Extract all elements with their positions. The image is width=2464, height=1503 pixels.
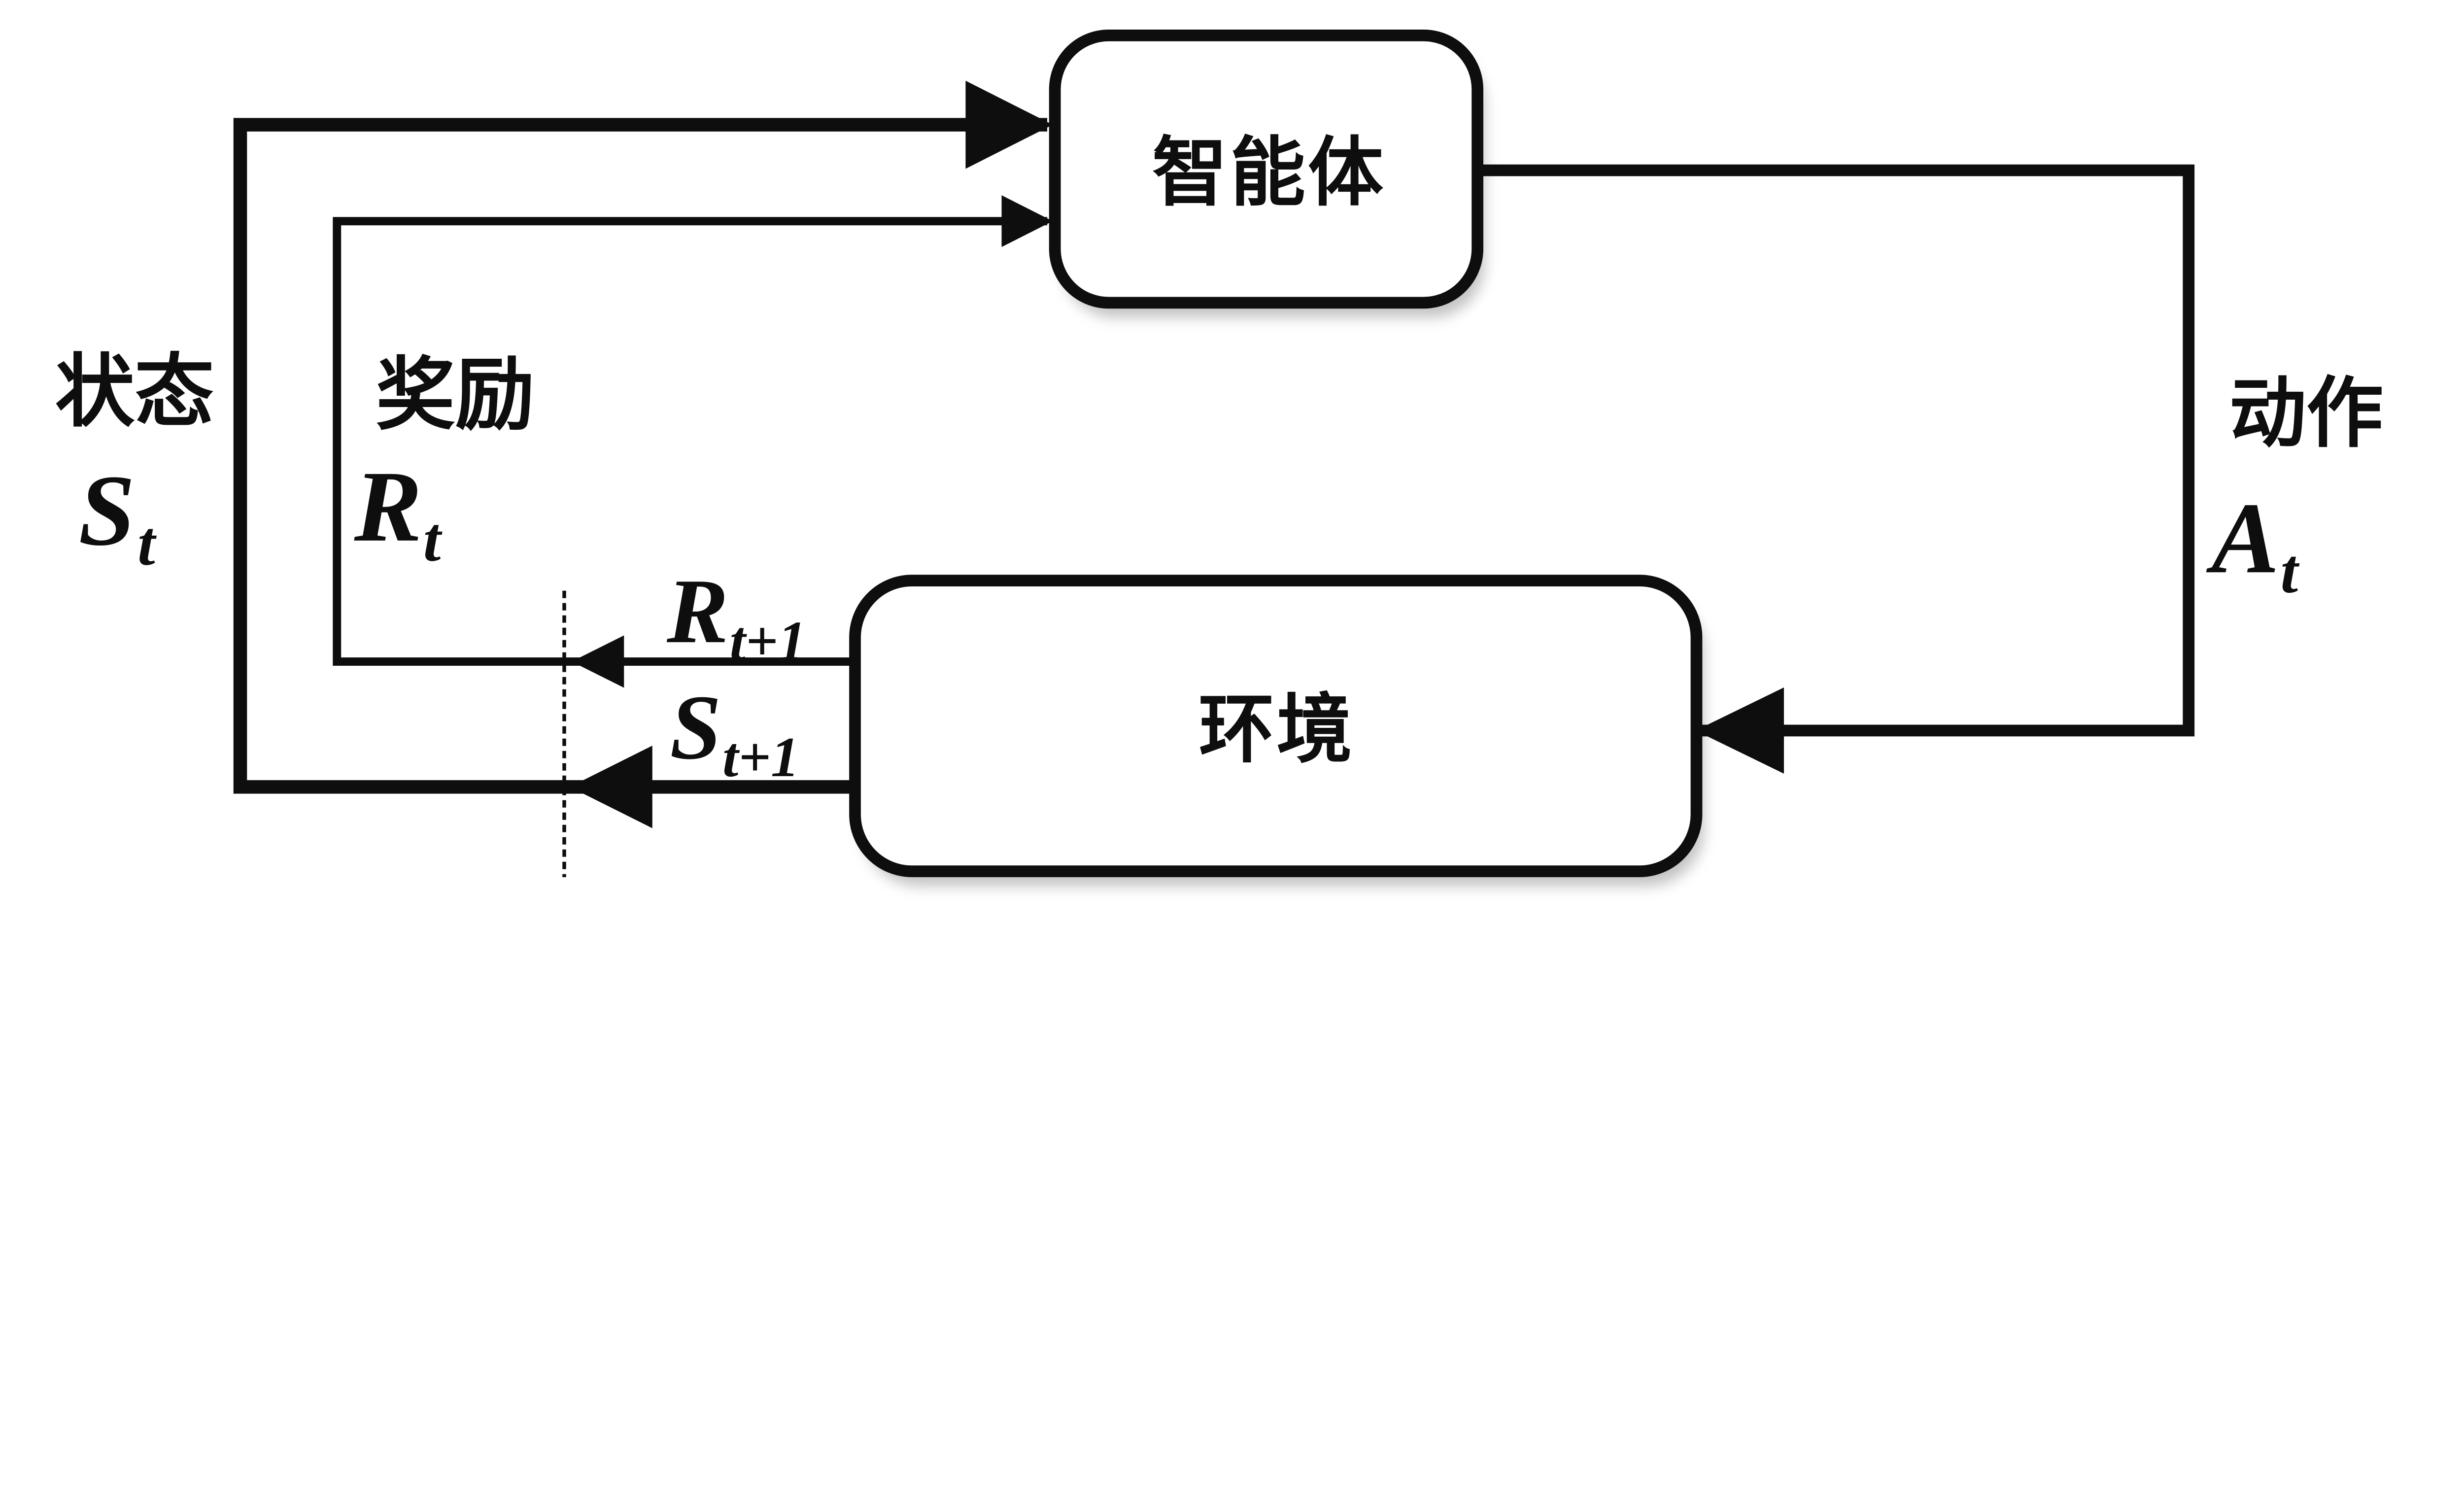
state-loop-line	[233, 118, 1047, 794]
rl-loop-diagram: 智能体 环境 状态 奖励 动作 St Rt At Rt+1 St+1	[12, 30, 2384, 936]
action-cn-label: 动作	[2229, 368, 2384, 458]
agent-box-label: 智能体	[1152, 128, 1386, 217]
environment-box-label: 环境	[1199, 685, 1355, 774]
next-reward-symbol: Rt+1	[666, 560, 806, 673]
state-symbol: St	[78, 454, 157, 579]
environment-box	[849, 575, 1703, 877]
next-state-symbol-base: S	[670, 676, 721, 779]
state-symbol-base: S	[78, 454, 135, 567]
state-symbol-subscript: t	[137, 509, 157, 579]
next-state-arrowhead	[570, 746, 652, 828]
action-symbol: At	[2206, 481, 2300, 606]
action-into-environment-arrowhead	[1695, 687, 1784, 774]
reward-symbol: Rt	[354, 450, 443, 575]
reward-symbol-subscript: t	[423, 505, 443, 575]
state-cn-label: 状态	[55, 345, 214, 439]
action-loop-line	[1476, 164, 2195, 737]
next-reward-arrowhead	[572, 635, 624, 688]
agent-box	[1049, 30, 1483, 309]
next-reward-symbol-subscript: t+1	[730, 610, 807, 673]
reward-cn-label: 奖励	[376, 348, 535, 442]
diagram-canvas: 智能体 环境 状态 奖励 动作 St Rt At Rt+1 St+1	[12, 30, 2384, 936]
reward-symbol-base: R	[354, 450, 422, 563]
state-into-agent-arrowhead	[965, 80, 1053, 169]
reward-into-agent-arrowhead	[1001, 195, 1053, 247]
action-symbol-base: A	[2206, 481, 2280, 594]
next-state-symbol: St+1	[670, 676, 799, 789]
action-symbol-subscript: t	[2281, 536, 2300, 606]
next-state-symbol-subscript: t+1	[722, 726, 799, 789]
next-reward-symbol-base: R	[666, 560, 728, 662]
